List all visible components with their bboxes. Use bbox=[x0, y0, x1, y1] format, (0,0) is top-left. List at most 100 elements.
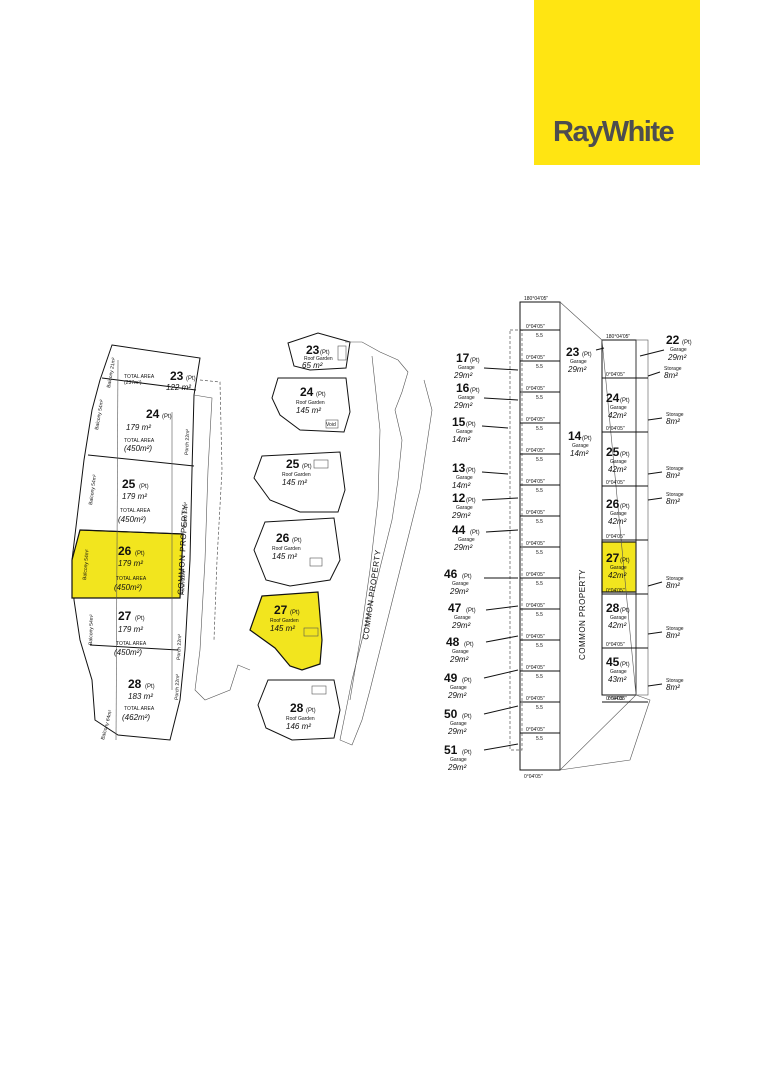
svg-text:(450m²): (450m²) bbox=[118, 515, 146, 524]
bay-bearing: 0°04'05" bbox=[526, 603, 545, 609]
unit-lot-26: 26 (Pt) 179 m² TOTAL AREA (450m²) Balcon… bbox=[82, 544, 187, 595]
void-label: Void bbox=[326, 422, 336, 428]
svg-text:Storage: Storage bbox=[666, 466, 684, 472]
svg-text:27: 27 bbox=[274, 603, 288, 617]
bay-bearing: 0°04'05" bbox=[526, 479, 545, 485]
svg-text:15: 15 bbox=[452, 415, 466, 429]
common-property-label-3: COMMON PROPERTY bbox=[578, 569, 587, 660]
svg-text:(Pt): (Pt) bbox=[466, 468, 476, 474]
svg-text:145 m²: 145 m² bbox=[270, 624, 295, 633]
svg-text:Garage: Garage bbox=[458, 365, 475, 371]
right-garage-rows: 0°04'05" 0°04'05" 0°04'05" 0°04'05" 0°04'05"… bbox=[602, 372, 648, 703]
unit-lot-27: 27 (Pt) 179 m² TOTAL AREA (450m²) Balcon… bbox=[88, 609, 183, 660]
svg-text:Porch 22m²: Porch 22m² bbox=[174, 674, 181, 700]
svg-text:Balcony 21m²: Balcony 21m² bbox=[106, 357, 117, 388]
roof-lot-23: 23 (Pt) Roof Garden 65 m² bbox=[302, 343, 333, 370]
svg-text:29m²: 29m² bbox=[567, 365, 587, 374]
svg-text:Garage: Garage bbox=[610, 615, 627, 621]
svg-text:145 m²: 145 m² bbox=[296, 406, 321, 415]
svg-text:8m²: 8m² bbox=[664, 371, 678, 380]
svg-text:146 m²: 146 m² bbox=[286, 722, 311, 731]
svg-text:8m²: 8m² bbox=[666, 471, 680, 480]
svg-text:Balcony 54m²: Balcony 54m² bbox=[88, 614, 95, 645]
svg-text:183 m²: 183 m² bbox=[128, 692, 153, 701]
bay-bearing: 0°04'05" bbox=[606, 642, 625, 648]
bay-dimension: 5.5 bbox=[536, 581, 543, 587]
bay-bearing: 0°04'05" bbox=[606, 480, 625, 486]
svg-text:(Pt): (Pt) bbox=[682, 340, 692, 346]
svg-text:16: 16 bbox=[456, 381, 470, 395]
svg-text:(Pt): (Pt) bbox=[302, 464, 312, 470]
svg-text:Garage: Garage bbox=[450, 757, 467, 763]
bay-bearing: 0°04'05" bbox=[526, 324, 545, 330]
svg-text:23: 23 bbox=[566, 345, 580, 359]
svg-text:(Pt): (Pt) bbox=[320, 350, 330, 356]
svg-text:(Pt): (Pt) bbox=[620, 398, 630, 404]
svg-text:(Pt): (Pt) bbox=[462, 714, 472, 720]
svg-text:48: 48 bbox=[446, 635, 460, 649]
svg-text:Garage: Garage bbox=[450, 721, 467, 727]
bay-dimension: 5.5 bbox=[536, 736, 543, 742]
svg-text:(Pt): (Pt) bbox=[462, 678, 472, 684]
bay-dimension: 5.5 bbox=[536, 364, 543, 370]
svg-text:Storage: Storage bbox=[666, 492, 684, 498]
brand-logo-box bbox=[534, 0, 700, 165]
svg-text:122 m²: 122 m² bbox=[166, 383, 191, 392]
bay-bearing: 0°04'05" bbox=[606, 426, 625, 432]
svg-text:Garage: Garage bbox=[458, 537, 475, 543]
svg-text:24: 24 bbox=[300, 385, 314, 399]
svg-text:27: 27 bbox=[118, 609, 132, 623]
svg-text:TOTAL AREA: TOTAL AREA bbox=[116, 641, 147, 647]
svg-text:14: 14 bbox=[568, 429, 582, 443]
svg-text:Garage: Garage bbox=[456, 429, 473, 435]
svg-text:26: 26 bbox=[606, 497, 620, 511]
svg-text:26: 26 bbox=[118, 544, 132, 558]
svg-text:13: 13 bbox=[452, 461, 466, 475]
svg-text:26: 26 bbox=[276, 531, 290, 545]
svg-text:(Pt): (Pt) bbox=[162, 414, 172, 420]
brand-logo: RayWhite bbox=[553, 116, 675, 148]
svg-text:145 m²: 145 m² bbox=[272, 552, 297, 561]
bay-bearing: 0°04'05" bbox=[526, 696, 545, 702]
svg-text:(Pt): (Pt) bbox=[464, 642, 474, 648]
svg-text:(Pt): (Pt) bbox=[139, 484, 149, 490]
roof-lot-27: 27 (Pt) Roof Garden 145 m² bbox=[270, 603, 300, 633]
bay-bearing: 0°04'05" bbox=[526, 634, 545, 640]
bay-bearing: 0°04'05" bbox=[526, 355, 545, 361]
svg-text:8m²: 8m² bbox=[666, 683, 680, 692]
svg-text:24: 24 bbox=[146, 407, 160, 421]
svg-text:Garage: Garage bbox=[454, 615, 471, 621]
svg-text:Roof Garden: Roof Garden bbox=[296, 400, 325, 406]
svg-text:Garage: Garage bbox=[610, 511, 627, 517]
svg-text:Garage: Garage bbox=[452, 581, 469, 587]
svg-text:Porch 22m²: Porch 22m² bbox=[176, 634, 183, 660]
bay-dimension: 5.5 bbox=[536, 333, 543, 339]
svg-text:Garage: Garage bbox=[670, 347, 687, 353]
svg-text:Garage: Garage bbox=[458, 395, 475, 401]
bay-bearing: 0°04'05" bbox=[606, 696, 625, 702]
bay-bearing: 0°04'05" bbox=[526, 448, 545, 454]
plan-roof: Void COMMON PROPERTY 23 (Pt) Roof Garden… bbox=[249, 332, 433, 746]
bay-dimension: 5.5 bbox=[536, 705, 543, 711]
bay-bearing: 0°04'05" bbox=[606, 372, 625, 378]
bay-bearing: 0°04'05" bbox=[606, 534, 625, 540]
svg-text:Garage: Garage bbox=[572, 443, 589, 449]
svg-text:Roof Garden: Roof Garden bbox=[304, 356, 333, 362]
svg-text:Roof Garden: Roof Garden bbox=[282, 472, 311, 478]
bearing-top: 180°04'05" bbox=[524, 296, 548, 302]
svg-text:Storage: Storage bbox=[666, 576, 684, 582]
